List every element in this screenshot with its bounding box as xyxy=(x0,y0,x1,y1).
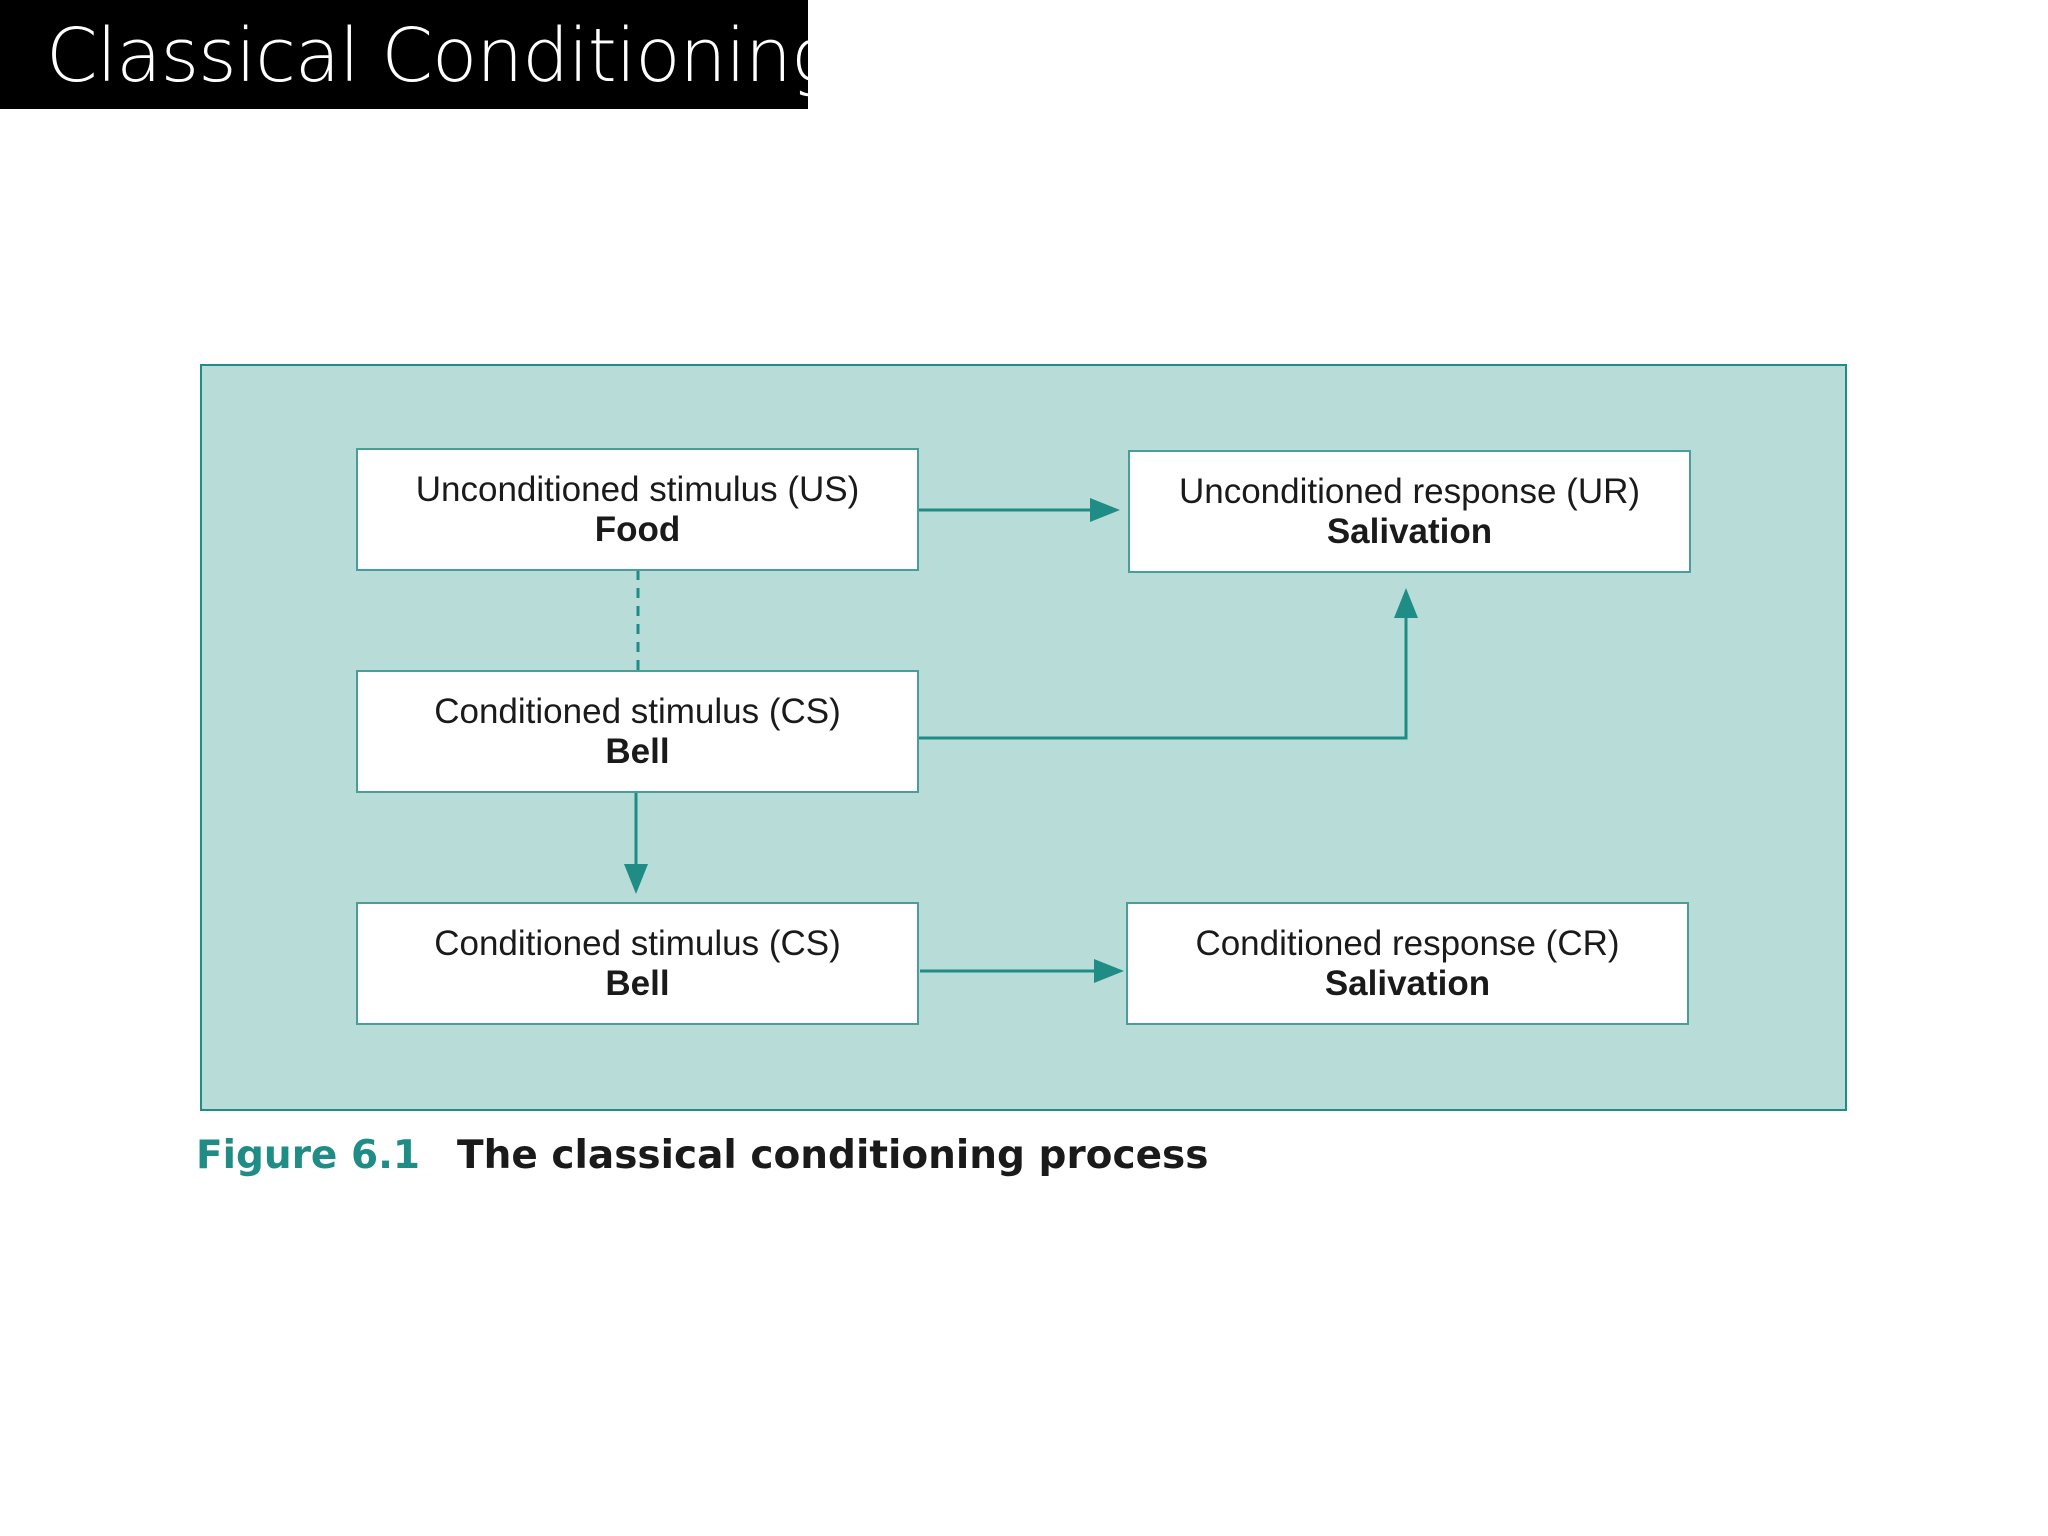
figure-caption: The classical conditioning process xyxy=(457,1133,1209,1178)
node-label: Unconditioned stimulus (US) xyxy=(415,469,860,509)
title-bar: Classical Conditioning xyxy=(0,0,835,109)
node-unconditioned-response: Unconditioned response (UR) Salivation xyxy=(1128,450,1691,573)
node-label: Unconditioned response (UR) xyxy=(1178,471,1641,511)
node-value: Bell xyxy=(605,731,670,771)
node-label: Conditioned stimulus (CS) xyxy=(434,923,841,963)
node-unconditioned-stimulus: Unconditioned stimulus (US) Food xyxy=(356,448,919,571)
node-label: Conditioned response (CR) xyxy=(1195,923,1620,963)
node-value: Salivation xyxy=(1324,963,1491,1003)
figure-number: Figure 6.1 xyxy=(196,1133,421,1178)
node-value: Food xyxy=(594,509,681,549)
node-conditioned-response: Conditioned response (CR) Salivation xyxy=(1126,902,1689,1025)
node-value: Salivation xyxy=(1326,511,1493,551)
node-conditioned-stimulus-top: Conditioned stimulus (CS) Bell xyxy=(356,670,919,793)
slide-title: Classical Conditioning xyxy=(46,13,835,99)
node-value: Bell xyxy=(605,963,670,1003)
node-label: Conditioned stimulus (CS) xyxy=(434,691,841,731)
node-conditioned-stimulus-bottom: Conditioned stimulus (CS) Bell xyxy=(356,902,919,1025)
